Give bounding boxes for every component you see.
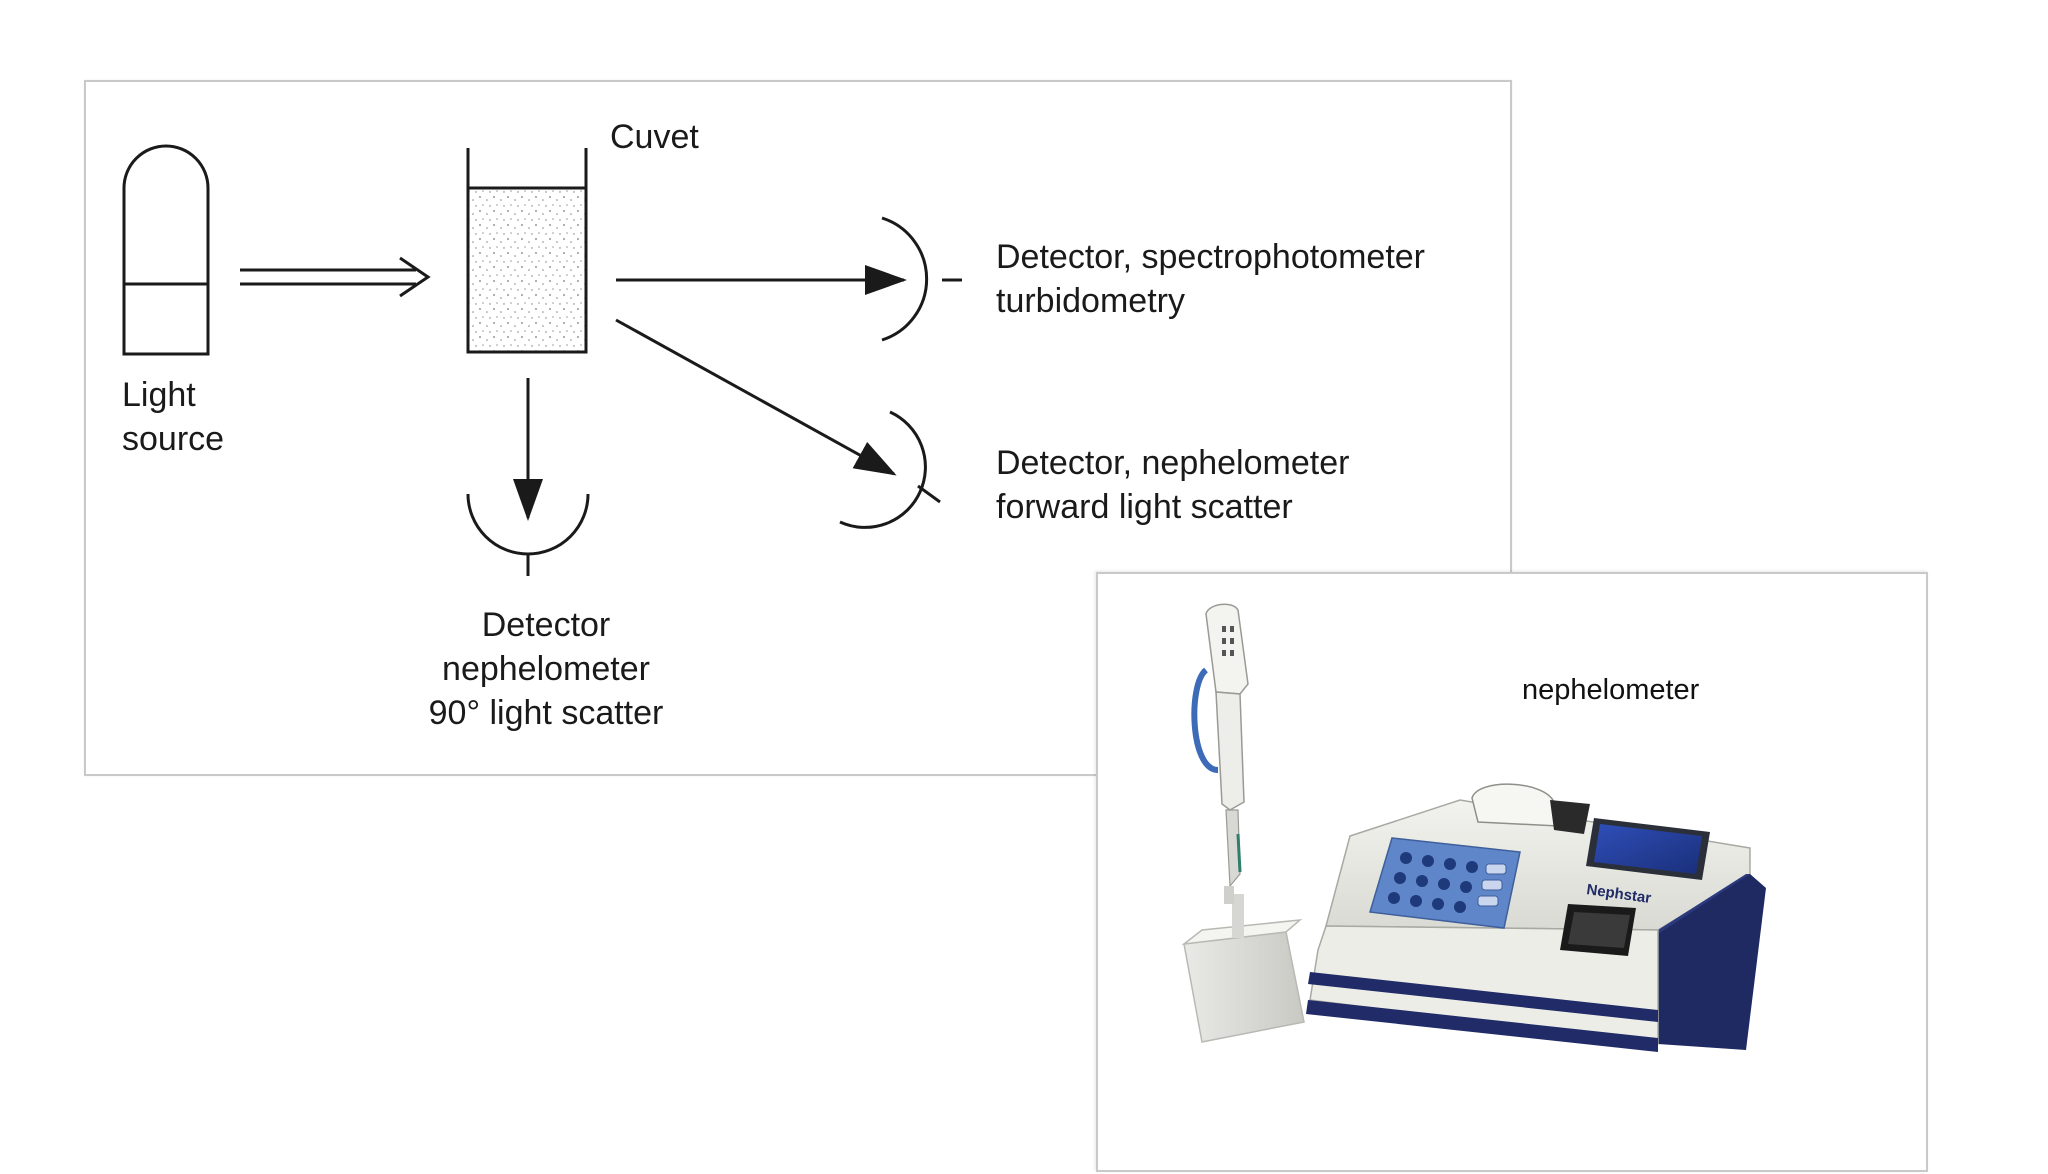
forward-scatter-arrow [616,320,894,474]
light-source-icon [124,146,208,354]
incident-light-arrow [240,258,428,296]
cuvet-icon [468,148,586,352]
forward-scatter-label-line1: Detector, nephelometer [996,444,1349,482]
nephelometer-photo-panel: Nephstar nephelometer [1096,572,1928,1172]
side-scatter-label-line1: Detector [482,606,611,644]
cuvet-label: Cuvet [610,118,699,156]
forward-scatter-label-line2: forward light scatter [996,488,1293,526]
side-scatter-label-line3: 90° light scatter [429,694,664,732]
forward-scatter-detector-icon [840,412,940,527]
photo-caption: nephelometer [1522,674,1699,707]
light-source-label-line2: source [122,420,224,458]
light-source-label-line1: Light [122,376,196,414]
nephelometer-photo: Nephstar [1098,574,1930,1174]
spectrophotometer-label-line2: turbidometry [996,282,1185,320]
spectrophotometer-label-line1: Detector, spectrophotometer [996,238,1425,276]
pipette-stand [1184,894,1304,1042]
side-scatter-label-line2: nephelometer [442,650,650,688]
analyzer-body: Nephstar [1306,784,1766,1052]
pipette-icon [1194,604,1248,904]
